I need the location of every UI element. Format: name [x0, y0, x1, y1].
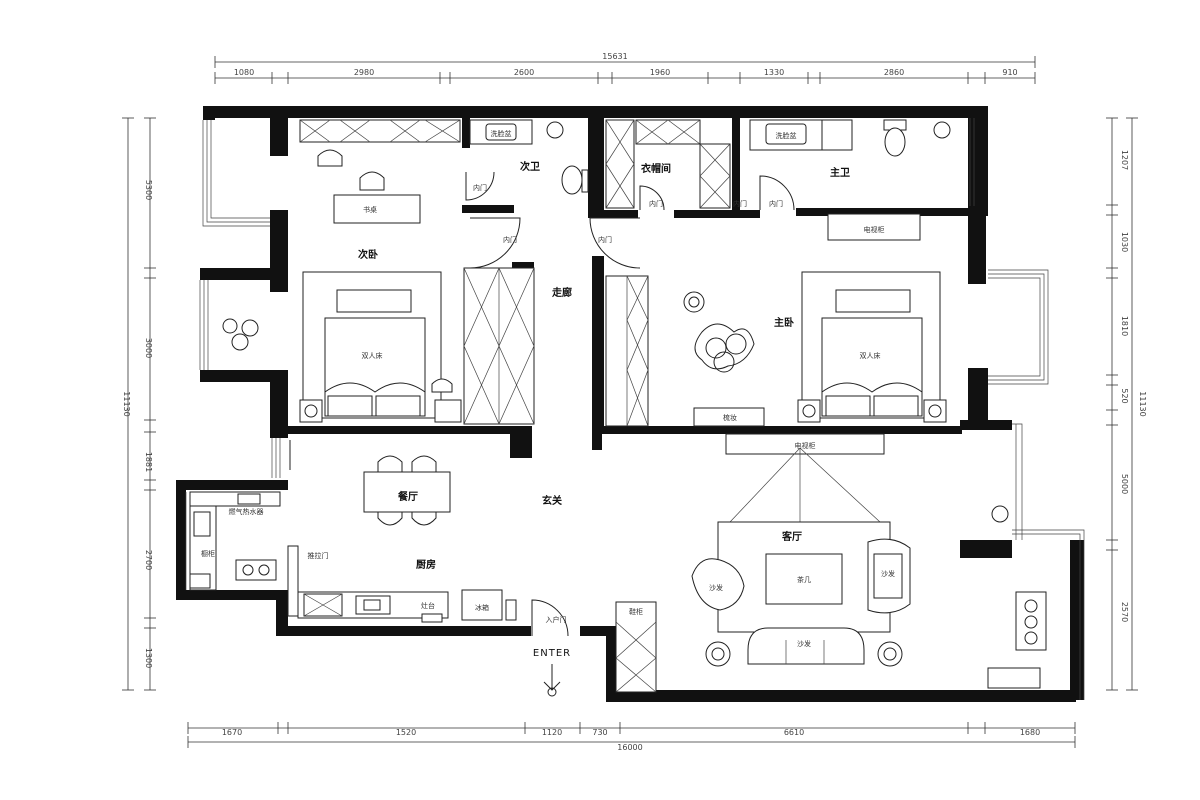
- room-corridor: 走廊: [551, 286, 572, 299]
- dim-top-seg-1: 1080: [234, 68, 254, 77]
- washbasin-left-label: 洗脸盆: [491, 129, 512, 138]
- dim-right-seg-4: 520: [1120, 388, 1129, 403]
- dim-top-seg-7: 910: [1002, 68, 1017, 77]
- corridor: 内门 内门 走廊: [469, 217, 641, 299]
- room-master-bath: 主卫: [830, 166, 850, 179]
- room-foyer: 玄关: [542, 494, 562, 507]
- entry: 入户门 ENTER 鞋柜: [531, 599, 657, 697]
- dim-right-overall: 11130: [1138, 391, 1147, 416]
- dim-top-seg-2: 2980: [354, 68, 374, 77]
- dim-top-overall: 15631: [602, 52, 627, 61]
- desk-label: 书桌: [363, 205, 377, 214]
- dim-left-seg-5: 1300: [144, 648, 153, 668]
- washbasin-right-label: 洗脸盆: [776, 131, 797, 140]
- door-label-3: 内门: [598, 235, 612, 244]
- vanity-label: 梳妆: [723, 413, 737, 422]
- sofa-left-label: 沙发: [709, 583, 723, 592]
- room-living: 客厅: [781, 530, 802, 543]
- dim-bottom-seg-2: 1520: [396, 728, 416, 737]
- dim-left-seg-2: 3000: [144, 338, 153, 358]
- inner-doors-extra: 内门: [733, 199, 747, 208]
- master-bedroom: 主卧 梳妆 双人床: [605, 271, 947, 427]
- room-second-bedroom: 次卧: [358, 248, 378, 261]
- dim-bottom-seg-3: 1120: [542, 728, 562, 737]
- door-label-5: 内门: [769, 199, 783, 208]
- entry-door-label: 入户门: [546, 615, 567, 624]
- tv-cabinet-master-label: 电视柜: [864, 225, 885, 234]
- tv-cabinet-label: 电视柜: [795, 441, 816, 450]
- dim-bottom-seg-6: 1680: [1020, 728, 1040, 737]
- room-guest-toilet: 次卫: [520, 160, 540, 173]
- dim-right-seg-3: 1810: [1120, 316, 1129, 336]
- kitchen: 燃气热水器 橱柜 推拉门 厨房 灶台 冰箱: [189, 440, 517, 623]
- dim-top-seg-6: 2860: [884, 68, 904, 77]
- bed-right-label: 双人床: [860, 351, 881, 360]
- dim-bottom-seg-5: 6610: [784, 728, 804, 737]
- dim-top-seg-4: 1960: [650, 68, 670, 77]
- dining-room: 餐厅 玄关: [363, 455, 562, 526]
- bed-left-label: 双人床: [362, 351, 383, 360]
- guest-toilet: 洗脸盆 次卫 内门: [465, 119, 589, 201]
- dim-bottom-overall: 16000: [617, 743, 642, 752]
- room-kitchen: 厨房: [416, 558, 436, 571]
- door-label-1: 内门: [473, 183, 487, 192]
- room-walk-in-closet: 衣帽间: [641, 162, 671, 175]
- door-label-2: 内门: [503, 235, 517, 244]
- dim-top-seg-5: 1330: [764, 68, 784, 77]
- master-bath: 洗脸盆 主卫 内门 电视柜: [749, 119, 951, 241]
- windows: [185, 118, 1085, 700]
- dim-left-seg-3: 1881: [144, 452, 153, 472]
- dim-left-seg-1: 5300: [144, 180, 153, 200]
- dim-left-seg-4: 2700: [144, 550, 153, 570]
- dim-right-seg-1: 1207: [1120, 150, 1129, 170]
- stove-label: 灶台: [421, 601, 435, 610]
- dim-bottom-seg-1: 1670: [222, 728, 242, 737]
- sofa-right-label: 沙发: [881, 569, 895, 578]
- second-bedroom-furniture: 书桌 次卧 双人床: [222, 119, 535, 425]
- door-label-6: 内门: [733, 199, 747, 208]
- water-heater-label: 燃气热水器: [229, 507, 264, 516]
- sliding-door-label: 推拉门: [308, 551, 329, 560]
- walls: [176, 106, 1084, 702]
- dim-right-seg-2: 1030: [1120, 232, 1129, 252]
- dimension-lines: 15631 1080 2980 2600 1960 1330 2860 910 …: [122, 52, 1147, 752]
- cabinet-label: 橱柜: [201, 549, 215, 558]
- dim-right-seg-6: 2570: [1120, 602, 1129, 622]
- door-label-4: 内门: [649, 199, 663, 208]
- entrance-text: ENTER: [533, 648, 571, 659]
- living-room: 电视柜 客厅 茶几 沙发 沙发 沙发: [691, 433, 1047, 689]
- room-dining: 餐厅: [397, 490, 418, 503]
- coffee-table-label: 茶几: [797, 575, 811, 584]
- dim-left-overall: 11130: [122, 391, 131, 416]
- fridge-label: 冰箱: [475, 603, 489, 612]
- dim-top-seg-3: 2600: [514, 68, 534, 77]
- sofa-bottom-label: 沙发: [797, 639, 811, 648]
- dim-bottom-seg-4: 730: [592, 728, 607, 737]
- room-master-bedroom: 主卧: [774, 316, 794, 329]
- walk-in-closet: 衣帽间 内门: [605, 119, 731, 211]
- dim-right-seg-5: 5000: [1120, 474, 1129, 494]
- shoe-cabinet-label: 鞋柜: [629, 607, 643, 616]
